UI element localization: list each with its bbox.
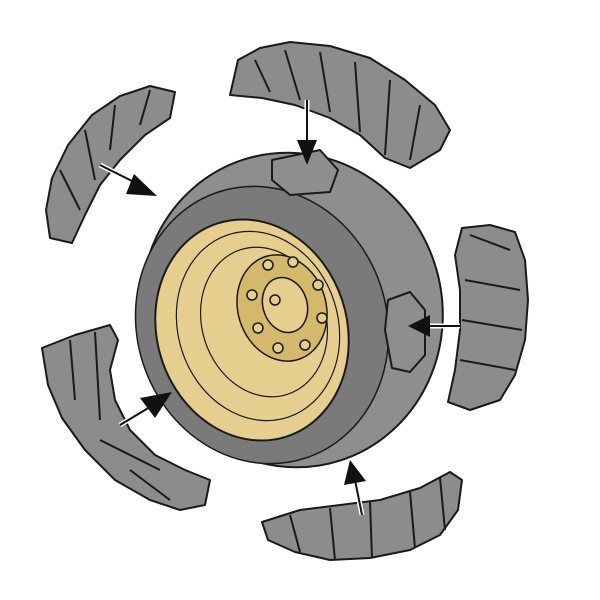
arrow-top <box>297 100 317 165</box>
wheel-rim <box>154 218 350 442</box>
arrow-right <box>408 315 460 337</box>
arrow-top-left <box>98 162 157 196</box>
tread-segment-top-left <box>45 85 176 244</box>
lug-nuts <box>246 256 328 354</box>
tire-lug-top <box>271 149 339 196</box>
tread-segment-bottom-left <box>41 324 211 511</box>
tread-segment-top <box>229 41 451 169</box>
tread-segment-right <box>447 224 529 411</box>
tread-segment-bottom <box>261 471 463 561</box>
arrow-bottom-left <box>118 392 172 428</box>
arrow-bottom <box>344 460 366 516</box>
arrows <box>98 100 460 516</box>
tire-lug-right <box>384 291 426 373</box>
